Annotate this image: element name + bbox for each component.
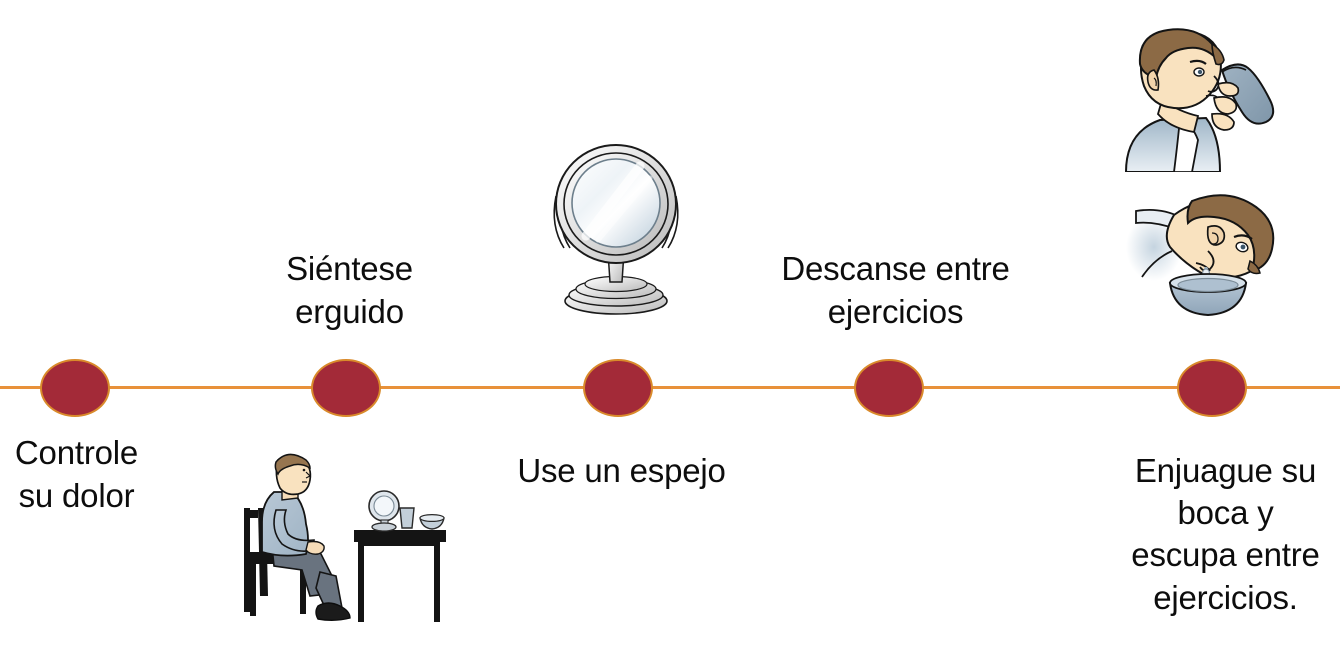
vanity-mirror-illustration: [536, 140, 696, 320]
step-label-rest-between-exercises: Descanse entre ejercicios: [781, 250, 1010, 330]
timeline-node-4[interactable]: [854, 359, 924, 417]
timeline-node-1[interactable]: [40, 359, 110, 417]
timeline-axis: [0, 386, 1340, 389]
step-label-sit-upright: Siéntese erguido: [286, 250, 413, 330]
seated-man-at-table-illustration: [236, 448, 448, 638]
timeline-node-3[interactable]: [583, 359, 653, 417]
step-label-control-pain: Controle su dolor: [14, 434, 139, 514]
man-spitting-illustration: [1118, 185, 1318, 340]
timeline-node-5[interactable]: [1177, 359, 1247, 417]
step-label-rinse-and-spit: Enjuague su boca y escupa entre ejercici…: [1131, 452, 1320, 616]
step-label-use-mirror: Use un espejo: [517, 452, 726, 489]
timeline-node-2[interactable]: [311, 359, 381, 417]
man-drinking-illustration: [1118, 22, 1303, 173]
